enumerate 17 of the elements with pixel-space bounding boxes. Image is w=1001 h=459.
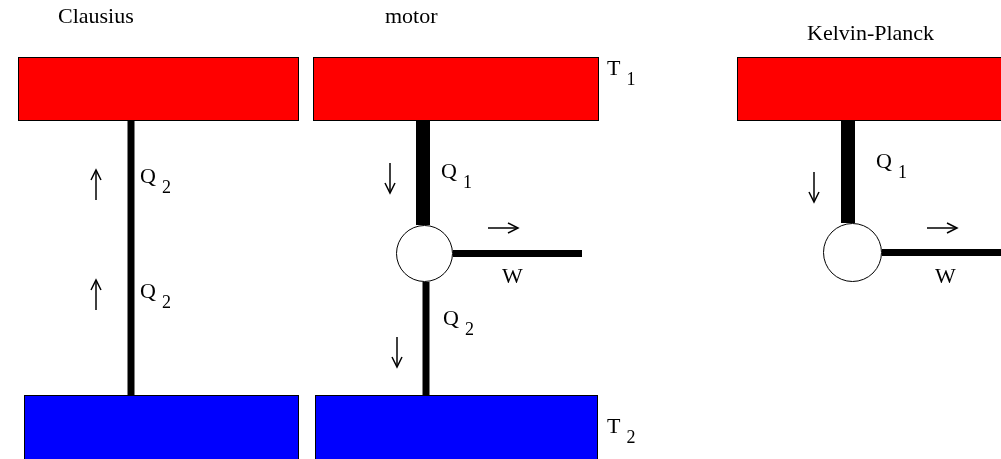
beside-label: Clausius <box>58 5 134 27</box>
reservoir-bar <box>24 395 299 459</box>
beside-label: T$_{1}$ <box>607 57 636 88</box>
connector-line <box>127 121 135 395</box>
reservoir-bar <box>737 57 1001 121</box>
connector-line <box>422 282 430 395</box>
beside-label: motor <box>385 5 438 27</box>
engine-circle <box>396 225 453 282</box>
beside-label: T$_{2}$ <box>607 415 636 446</box>
reservoir-bar <box>315 395 598 459</box>
reservoir-bar <box>18 57 299 121</box>
reservoir-bar <box>313 57 599 121</box>
beside-label: Kelvin-Planck <box>807 22 935 44</box>
connector-line <box>841 121 855 223</box>
connector-line <box>416 121 430 225</box>
quantity-label: Q$_{2}$ <box>140 165 171 196</box>
connector-line <box>882 249 1001 256</box>
